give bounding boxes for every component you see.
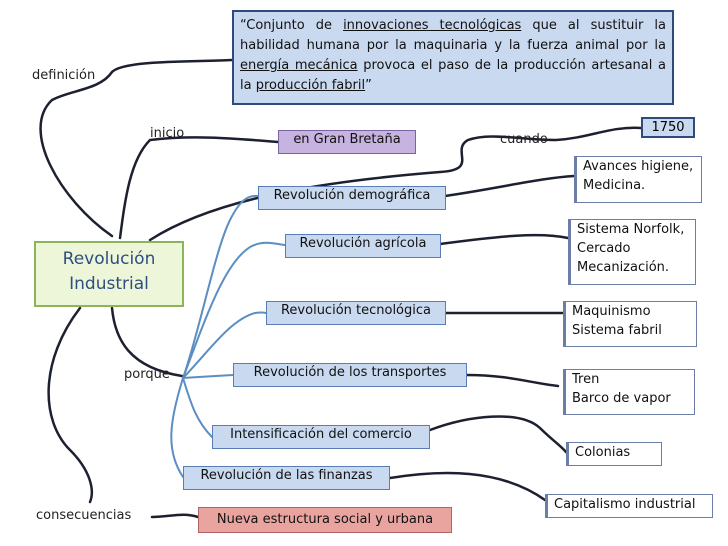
detail-demografica-line-1: Avances higiene, (583, 159, 694, 174)
definition-text-start: “Conjunto de (240, 18, 344, 33)
detail-agricola-line-2: Cercado (577, 240, 631, 256)
detail-comercio: Colonias (566, 442, 662, 466)
label-cuando: cuando (500, 132, 548, 147)
detail-transportes-line-1: Tren (572, 372, 600, 387)
link-produccion-fabril[interactable]: producción fabril (255, 78, 366, 94)
cause-link-finanzas (170, 377, 184, 478)
origin-box: en Gran Bretaña (278, 130, 416, 154)
detail-agricola-line-1: Sistema Norfolk, (577, 222, 685, 237)
detail-transportes: Tren Barco de vapor (563, 369, 695, 415)
branch-porque (110, 306, 184, 378)
detail-tecnologica: Maquinismo Sistema fabril (563, 301, 697, 347)
detail-demografica: Avances higiene, Medicina. (574, 156, 702, 203)
cause-tecnologica-box: Revolución tecnológica (266, 301, 446, 325)
link-energia-mecanica[interactable]: energía mecánica (240, 58, 358, 74)
link-innovaciones-tecnologicas[interactable]: innovaciones tecnológicas (343, 18, 522, 33)
central-topic-box: Revolución Industrial (34, 241, 184, 307)
branch-inicio (118, 136, 280, 240)
link-agricola (438, 233, 570, 246)
link-demografica (443, 174, 576, 198)
definition-text-end: ” (365, 78, 372, 94)
cause-transportes-box: Revolución de los transportes (233, 363, 467, 387)
central-topic-line-2: Industrial (69, 273, 149, 294)
link-transportes (464, 373, 560, 388)
link-comercio (428, 415, 568, 454)
detail-agricola: Sistema Norfolk, Cercado Mecanización. (568, 219, 696, 285)
central-topic-line-1: Revolución (62, 249, 156, 269)
detail-demografica-line-2: Medicina. (583, 177, 646, 193)
definition-box: “Conjunto de innovaciones tecnológicas q… (232, 10, 674, 105)
label-porque: porque (124, 367, 170, 382)
detail-finanzas: Capitalismo industrial (545, 494, 713, 518)
cause-link-demografica (182, 194, 259, 379)
definition-text-middle-1: que al sustituir la habilidad humana por… (240, 18, 666, 54)
label-inicio: inicio (150, 126, 185, 141)
cause-finanzas-box: Revolución de las finanzas (183, 466, 390, 490)
consequence-box: Nueva estructura social y urbana (198, 507, 452, 533)
detail-agricola-line-3: Mecanización. (577, 259, 670, 275)
year-box: 1750 (641, 117, 695, 138)
link-finanzas (388, 471, 547, 502)
cause-link-agricola (182, 241, 286, 379)
cause-link-tecnologica (182, 311, 267, 379)
link-consequence (150, 513, 200, 519)
cause-link-comercio (182, 377, 213, 438)
detail-comercio-line-1: Colonias (575, 445, 631, 460)
detail-transportes-line-2: Barco de vapor (572, 390, 671, 406)
branch-definicion (39, 58, 234, 238)
detail-tecnologica-line-1: Maquinismo (572, 304, 651, 319)
branch-consecuencias (47, 306, 94, 504)
cause-link-transportes (182, 374, 234, 379)
label-definicion: definición (32, 68, 96, 83)
cause-agricola-box: Revolución agrícola (285, 234, 441, 258)
detail-tecnologica-line-2: Sistema fabril (572, 322, 662, 338)
cause-comercio-box: Intensificación del comercio (212, 425, 430, 449)
cause-demografica-box: Revolución demográfica (258, 186, 446, 210)
detail-finanzas-line-1: Capitalismo industrial (554, 497, 696, 512)
definition-text-middle-2: provoca el paso de la producción artesan… (240, 58, 666, 94)
label-consecuencias: consecuencias (36, 508, 132, 523)
